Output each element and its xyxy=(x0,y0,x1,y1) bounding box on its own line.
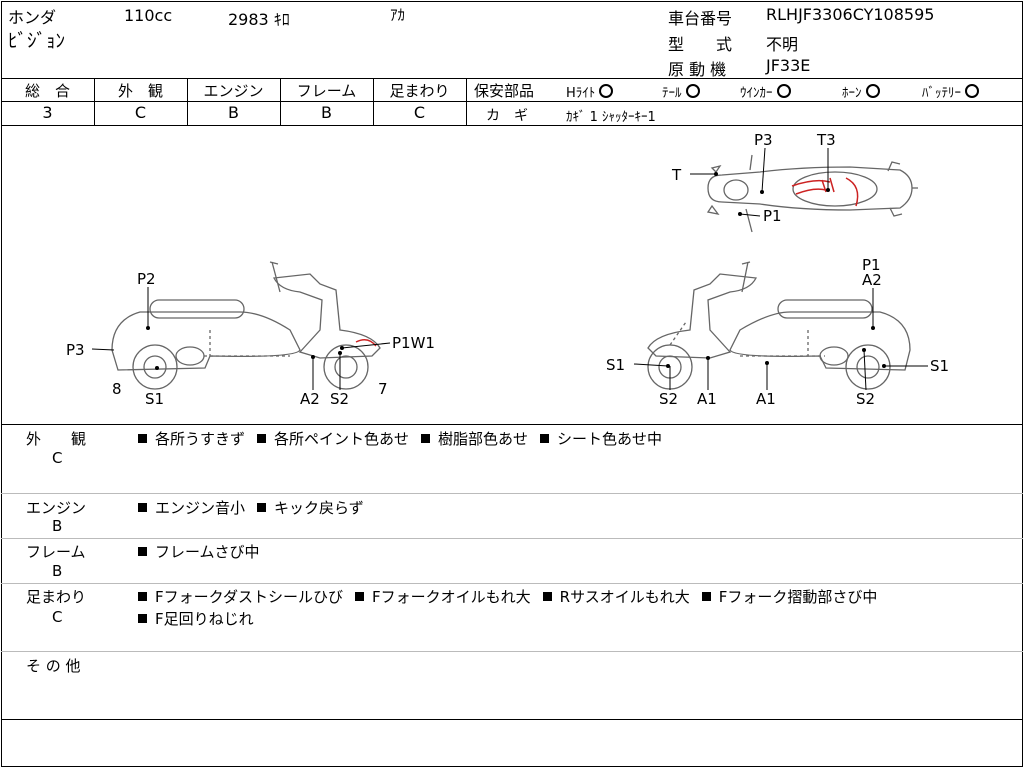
damage-marks xyxy=(355,177,859,347)
label-top-p1: P1 xyxy=(763,207,782,225)
label-left-7: 7 xyxy=(378,380,388,398)
notes-frame-label: フレーム xyxy=(26,543,86,561)
label-left-p2: P2 xyxy=(137,270,156,288)
notes-suspension-label: 足まわり xyxy=(26,588,87,606)
label-right-a2: A2 xyxy=(862,271,882,289)
grade-engine-label: エンジン xyxy=(203,82,264,100)
label-right-s2-rear: S2 xyxy=(856,390,876,408)
label-right-a1-mid: A1 xyxy=(756,390,776,408)
grade-engine-value: B xyxy=(228,103,239,122)
label-right-s1-rear: S1 xyxy=(930,357,950,375)
safety-item-horn: ﾎｰﾝ xyxy=(842,82,880,101)
grade-frame-label: フレーム xyxy=(296,82,357,100)
frame-no: RLHJF3306CY108595 xyxy=(766,5,935,24)
grade-frame-value: B xyxy=(321,103,332,122)
grade-overall-value: 3 xyxy=(42,103,53,122)
label-right-p1: P1 xyxy=(862,256,881,274)
key-label: カ ギ xyxy=(486,108,528,124)
safety-item-winker: ｳｲﾝｶｰ xyxy=(740,82,791,101)
key-value: ｶｷﾞ 1 ｼｬｯﾀｰｷｰ1 xyxy=(566,110,656,125)
color: ｱｶ xyxy=(390,6,406,24)
notes-suspension-grade: C xyxy=(52,608,63,626)
label-left-8: 8 xyxy=(112,380,122,398)
label-left-a2: A2 xyxy=(300,390,320,408)
maker: ホンダ xyxy=(8,8,57,27)
label-left-p1w1: P1W1 xyxy=(392,334,435,352)
ok-circle-icon xyxy=(776,84,791,98)
ok-circle-icon xyxy=(685,84,700,98)
scooter-right-view xyxy=(647,261,911,390)
scooter-diagram xyxy=(91,147,928,391)
notes-frame-items: フレームさび中 xyxy=(138,541,272,562)
grade-suspension-label: 足まわり xyxy=(389,82,450,100)
scooter-top-view xyxy=(706,154,918,233)
label-top-t3: T3 xyxy=(817,131,836,149)
label-right-s1-front: S1 xyxy=(606,356,626,374)
safety-item-tail: ﾃｰﾙ xyxy=(662,82,700,101)
notes-exterior-items: 各所うすきず各所ペイント色あせ樹脂部色あせシート色あせ中 xyxy=(138,428,674,449)
grade-exterior-label: 外 観 xyxy=(117,82,163,100)
leader-dots xyxy=(146,172,886,370)
grade-suspension-value: C xyxy=(413,103,426,122)
displacement: 110cc xyxy=(124,6,173,25)
notes-suspension-items-line2: F足回りねじれ xyxy=(138,608,266,629)
safety-label: 保安部品 xyxy=(474,82,535,100)
ok-circle-icon xyxy=(599,84,614,98)
notes-engine-grade: B xyxy=(52,517,63,535)
safety-item-headlight: Hﾗｲﾄ xyxy=(566,82,614,101)
label-top-t: T xyxy=(672,166,682,184)
notes-frame-grade: B xyxy=(52,562,63,580)
grade-overall-label: 総 合 xyxy=(24,82,70,100)
label-right-a1-front: A1 xyxy=(697,390,717,408)
label-left-p3: P3 xyxy=(66,341,85,359)
label-left-s1: S1 xyxy=(145,390,165,408)
type-value: 不明 xyxy=(766,35,799,54)
notes-exterior-label: 外 観 xyxy=(26,430,87,448)
notes-other-label: そ の 他 xyxy=(26,657,81,675)
grade-exterior-value: C xyxy=(134,103,147,122)
engine-label: 原 動 機 xyxy=(668,60,727,79)
engine-value: JF33E xyxy=(766,56,811,75)
model-name: ﾋﾞｼﾞｮﾝ xyxy=(8,30,66,52)
notes-exterior-grade: C xyxy=(52,449,63,467)
type-label: 型 式 xyxy=(668,35,733,54)
label-left-s2: S2 xyxy=(330,390,350,408)
safety-item-battery: ﾊﾞｯﾃﾘｰ xyxy=(922,82,979,101)
mileage: 2983 ｷﾛ xyxy=(228,10,290,29)
ok-circle-icon xyxy=(965,84,979,98)
label-right-s2-front: S2 xyxy=(659,390,679,408)
ok-circle-icon xyxy=(865,84,880,98)
frame-no-label: 車台番号 xyxy=(668,9,733,28)
leader-lines xyxy=(91,147,928,391)
notes-engine-items: エンジン音小キック戻らず xyxy=(138,497,376,518)
notes-engine-label: エンジン xyxy=(26,499,87,517)
label-top-p3: P3 xyxy=(754,131,773,149)
